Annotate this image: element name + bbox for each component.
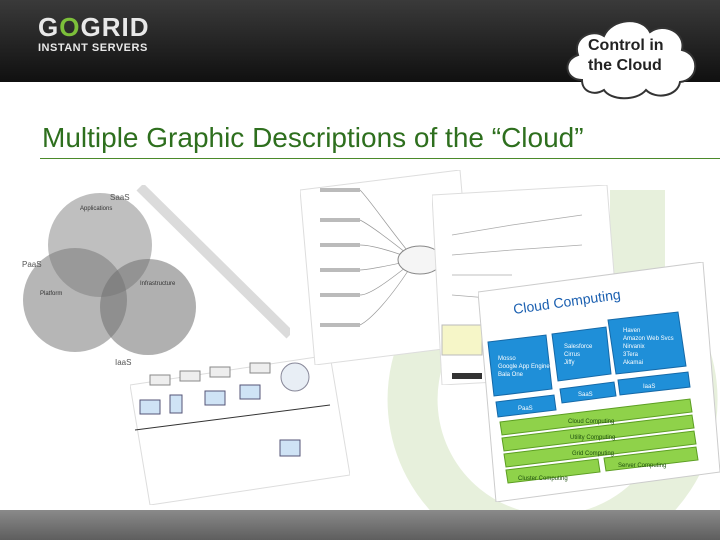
band-utility-computing: Utility Computing (570, 435, 615, 441)
tier-paas: PaaS (518, 406, 533, 412)
saas-provider-2: Cirrus (564, 352, 580, 358)
gogrid-logo: GOGRID INSTANT SERVERS (38, 14, 149, 54)
venn-diagram-figure: Applications Platform Infrastructure Saa… (22, 185, 290, 367)
venn-label-paas: PaaS (22, 260, 42, 269)
venn-label-iaas: IaaS (115, 358, 131, 367)
venn-label-applications: Applications (80, 206, 112, 212)
venn-label-platform: Platform (40, 291, 62, 297)
paas-provider-3: Bala One (498, 372, 524, 378)
band-cluster-computing: Cluster Computing (518, 476, 568, 482)
band-cloud-computing: Cloud Computing (568, 419, 614, 425)
badge-text: Control in the Cloud (588, 37, 664, 74)
venn-label-infrastructure: Infrastructure (140, 281, 176, 287)
band-server-computing: Server Computing (618, 463, 666, 469)
saas-provider-3: Jiffy (564, 360, 575, 366)
saas-provider-1: Salesforce (564, 344, 593, 350)
paas-provider-1: Mosso (498, 356, 516, 362)
venn-label-saas: SaaS (110, 193, 130, 202)
network-diagram-figure (130, 355, 350, 505)
iaas-provider-5: Akamai (623, 360, 643, 366)
iaas-provider-2: Amazon Web Svcs (623, 336, 674, 342)
paas-provider-2: Google App Engine (498, 364, 550, 370)
iaas-provider-1: Haven (623, 328, 640, 334)
logo-wordmark: GOGRID (38, 12, 150, 42)
mind-map-figure (300, 170, 475, 365)
band-grid-computing: Grid Computing (572, 451, 614, 457)
slide-footer (0, 510, 720, 540)
iaas-provider-4: 3Tera (623, 352, 639, 358)
slide-title: Multiple Graphic Descriptions of the “Cl… (42, 122, 584, 153)
tier-iaas: IaaS (643, 384, 655, 390)
logo-subtitle: INSTANT SERVERS (38, 42, 148, 54)
title-divider (40, 158, 720, 159)
iaas-provider-3: Nirvanix (623, 344, 645, 350)
tier-saas: SaaS (578, 392, 593, 398)
cloud-computing-stack-figure: Cloud Computing Mosso Google App Engine … (478, 262, 720, 502)
cloud-badge-icon (566, 20, 697, 100)
